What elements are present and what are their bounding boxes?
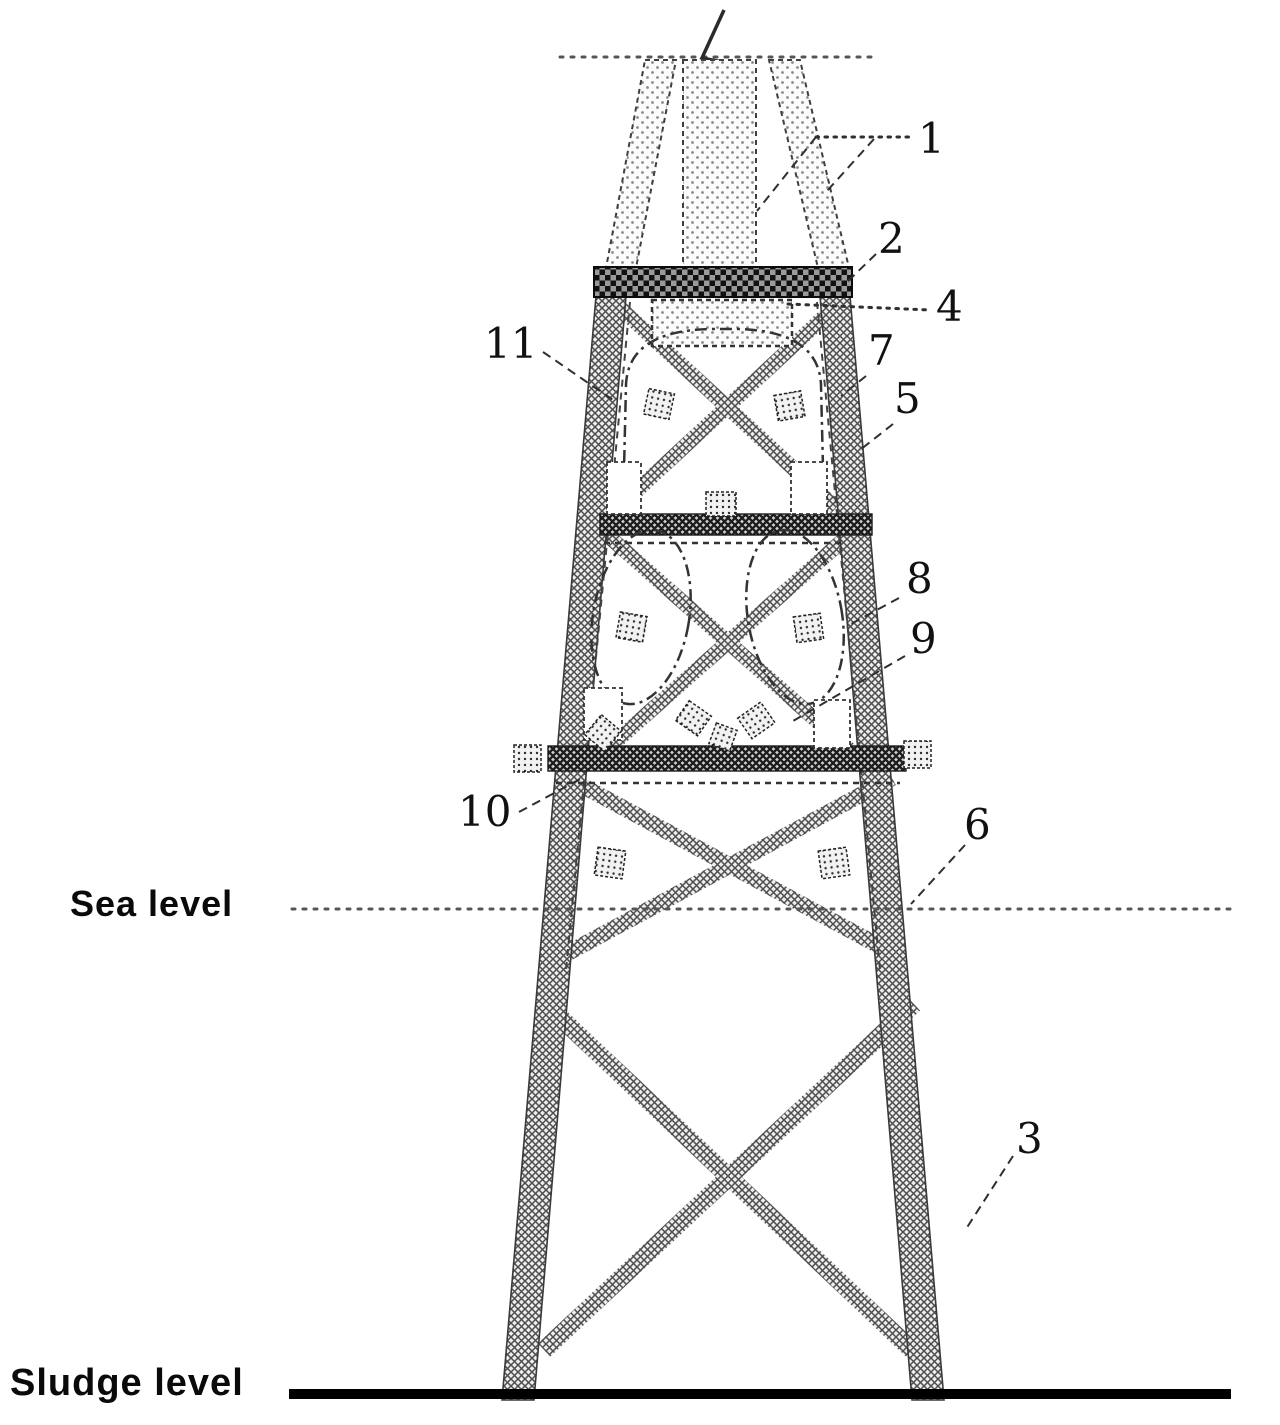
sensor-lower-center-a <box>674 699 713 737</box>
bay3-brace-b <box>562 770 896 962</box>
part-label-11: 11 <box>484 319 538 368</box>
leader-1-to-member <box>826 138 875 192</box>
leader-4-dotted <box>786 302 932 312</box>
sensor-bay3-right <box>817 846 851 880</box>
bay1-brace-b <box>612 298 844 514</box>
sensor-mid-platform <box>705 491 737 517</box>
sensor-squares <box>513 387 932 880</box>
part-label-7: 7 <box>868 326 895 375</box>
sensor-lower-left-diag <box>583 713 623 753</box>
tower-column <box>682 59 757 269</box>
part-label-10: 10 <box>458 787 512 836</box>
leader-3 <box>965 1155 1014 1230</box>
tower-left-member <box>604 59 678 269</box>
cable-loop-right <box>745 528 845 706</box>
sensor-bay3-left <box>593 846 627 880</box>
top-platform <box>593 266 853 298</box>
guide-box-bay1-left <box>606 461 642 515</box>
bay2-brace-b <box>599 528 855 758</box>
damper-box <box>650 298 794 348</box>
part-label-9: 9 <box>910 614 937 663</box>
sensor-bay1-left <box>642 387 676 421</box>
tower-right-member <box>767 59 851 269</box>
part-label-3: 3 <box>1016 1114 1043 1163</box>
leader-5 <box>859 423 894 451</box>
guide-box-bay2-right <box>813 699 851 749</box>
bay4-brace-b <box>537 997 921 1357</box>
sludge-level-label: Sludge level <box>10 1362 244 1404</box>
part-label-6: 6 <box>964 800 991 849</box>
sensor-lower-center-b <box>736 701 776 740</box>
sensor-bay2-right <box>792 612 825 644</box>
cable-loop-left <box>590 528 692 706</box>
part-label-1: 1 <box>918 114 945 163</box>
sensor-bay1-right <box>773 389 806 422</box>
leader-lines <box>518 135 1014 1230</box>
leg-right-inner-dashed <box>816 301 881 971</box>
guide-box-bay1-right <box>790 461 828 515</box>
part-label-2: 2 <box>878 214 905 263</box>
sensor-bay2-left <box>615 611 648 644</box>
leg-left-inner-dashed <box>565 301 631 971</box>
leader-1-to-column <box>756 136 817 212</box>
part-label-5: 5 <box>894 374 921 423</box>
sensor-lower-center-c <box>707 721 739 753</box>
leader-7 <box>840 375 867 397</box>
leader-6 <box>910 844 966 905</box>
leader-10 <box>518 776 585 813</box>
sensor-platform-outside-right <box>903 740 932 769</box>
leader-8 <box>850 597 900 625</box>
sensor-platform-outside-left <box>513 744 542 773</box>
leader-2 <box>845 253 877 284</box>
leader-9 <box>792 655 906 722</box>
part-label-4: 4 <box>936 282 963 331</box>
part-label-8: 8 <box>906 554 933 603</box>
cable-arch-guide <box>621 327 825 513</box>
sea-level-label: Sea level <box>70 883 234 924</box>
